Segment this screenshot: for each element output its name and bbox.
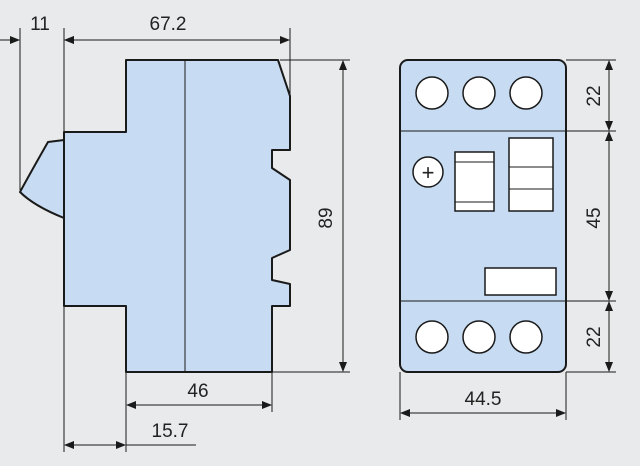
button-block-2: [508, 137, 554, 212]
dim-89-label: 89: [316, 207, 337, 228]
dim-44-5-label: 44.5: [465, 389, 502, 410]
front-view: + 22 45 22 44.5: [399, 59, 616, 420]
dim-11-label: 11: [30, 14, 50, 35]
adjust-screw-symbol: +: [422, 160, 435, 185]
terminal-top-3: [509, 76, 543, 110]
side-body: [63, 59, 291, 373]
terminal-bottom-3: [509, 320, 543, 354]
side-lever: [19, 139, 65, 219]
terminal-bottom-2: [462, 320, 496, 354]
dim-45-label: 45: [584, 207, 605, 228]
dim-15-7-label: 15.7: [152, 421, 189, 442]
label-window: [484, 267, 557, 296]
dim-46-label: 46: [187, 381, 208, 402]
terminal-top-2: [462, 76, 496, 110]
dim-22-bottom-label: 22: [584, 326, 605, 347]
dim-22-top-label: 22: [584, 85, 605, 106]
terminal-top-1: [415, 76, 449, 110]
side-view: 11 67.2 89 46 15.7: [0, 14, 350, 452]
dim-67-2-label: 67.2: [150, 14, 187, 35]
adjust-screw-icon: [412, 156, 444, 188]
terminal-bottom-1: [415, 320, 449, 354]
